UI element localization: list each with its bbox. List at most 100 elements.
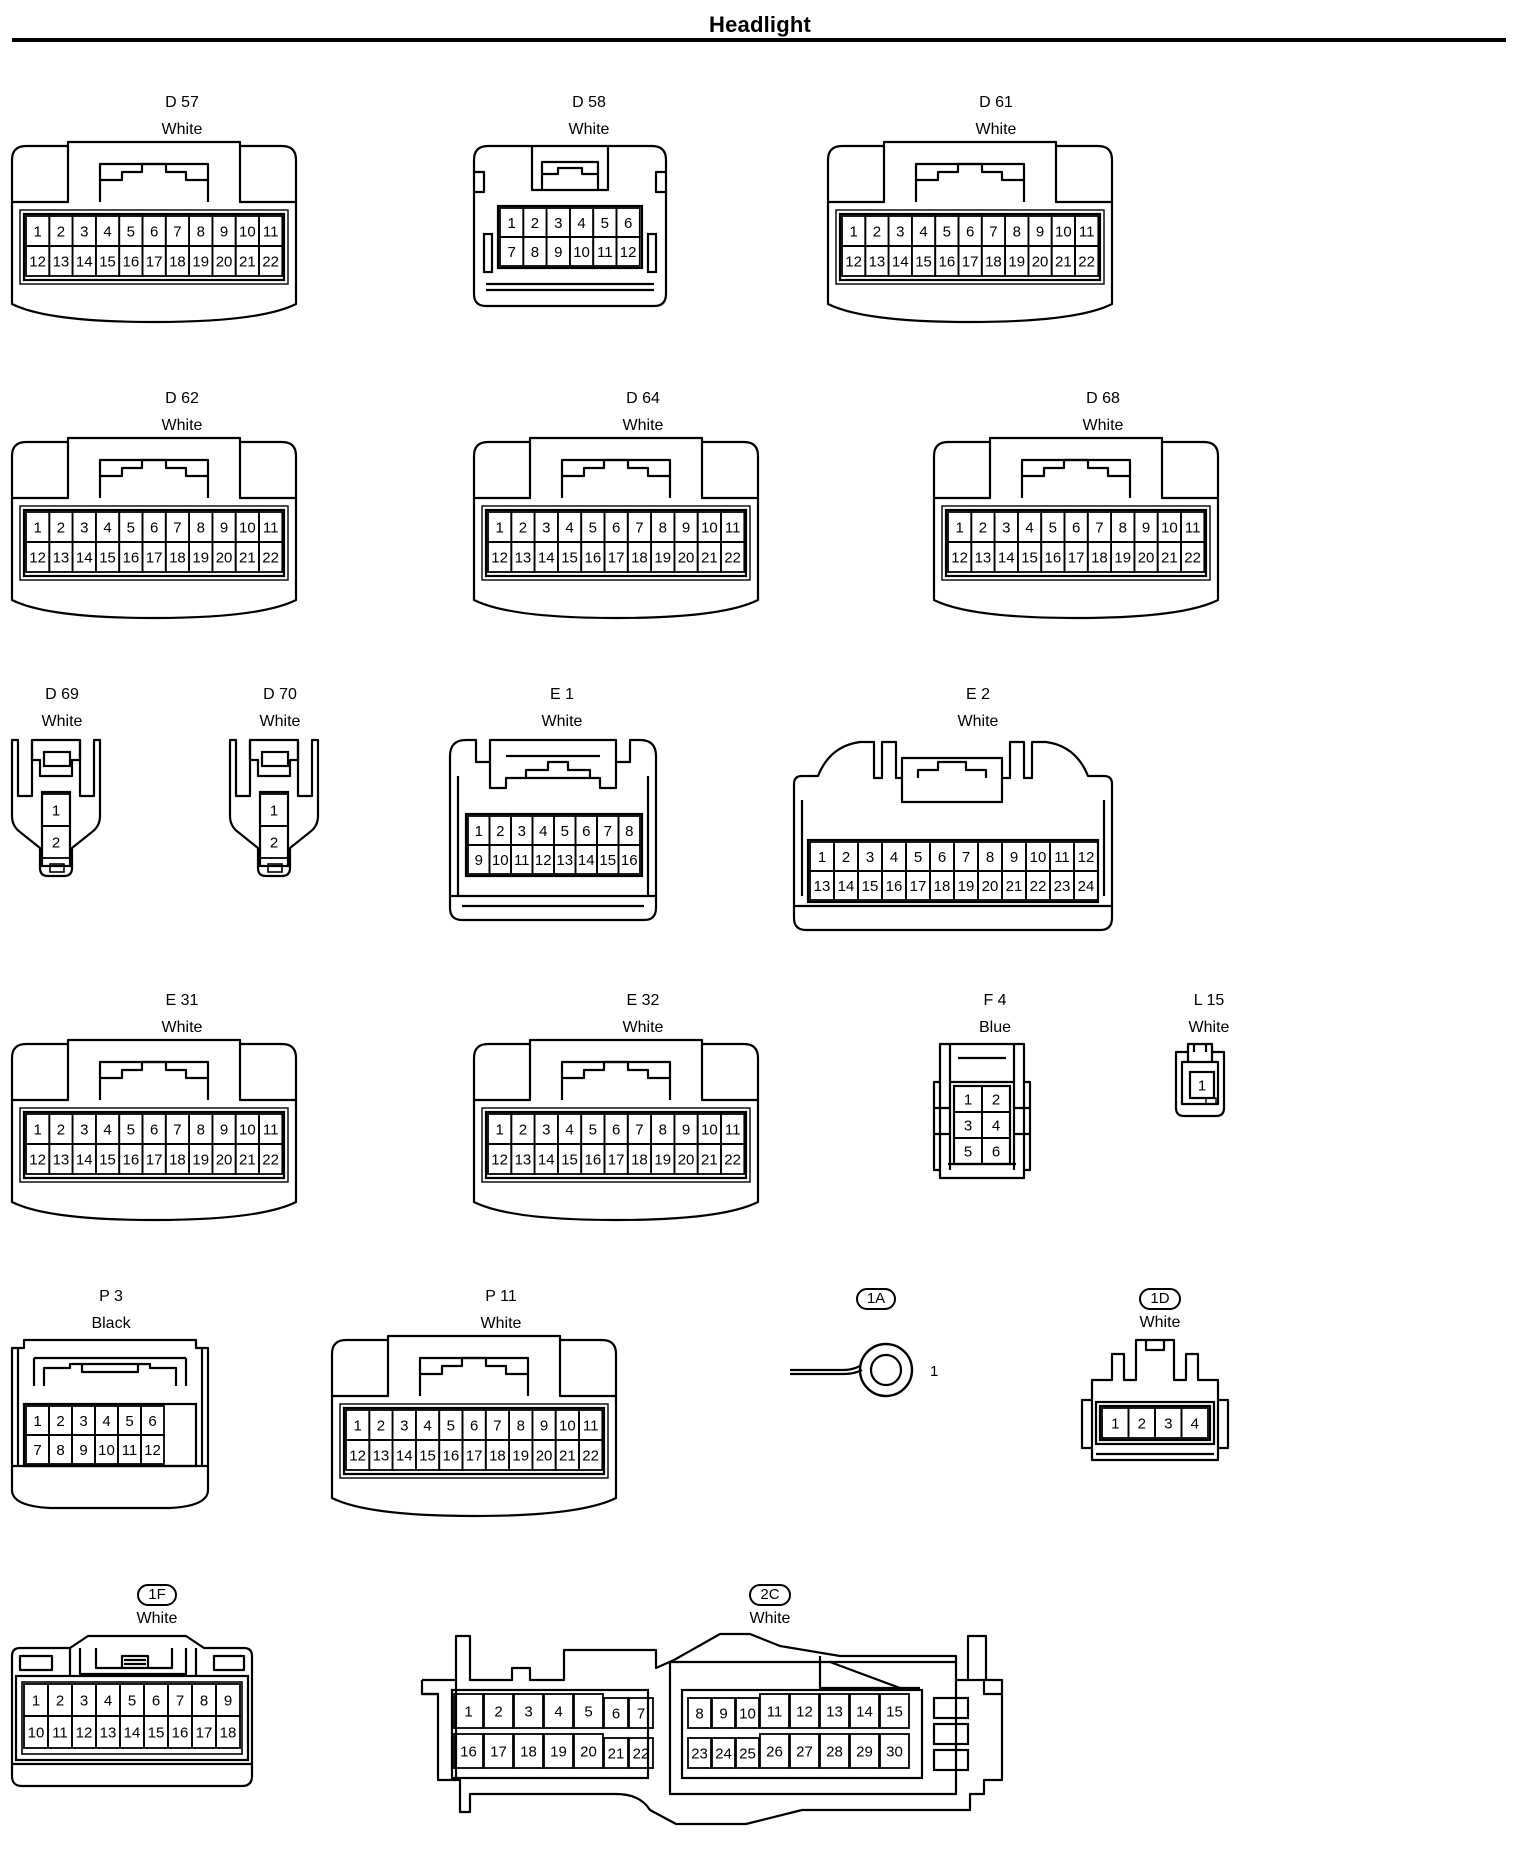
pin-number: 18 [985, 254, 1002, 271]
pin-number: 12 [29, 550, 46, 567]
connector-shape: 1 [1174, 1042, 1226, 1118]
pin-number: 18 [631, 1152, 648, 1169]
pin-number: 7 [173, 520, 181, 537]
pin-number: 6 [1072, 520, 1080, 537]
pin-number: 18 [1091, 550, 1108, 567]
pin-number: 7 [962, 849, 970, 866]
pin-number: 3 [80, 224, 88, 241]
connector-color: White [161, 417, 203, 434]
pin-cell [687, 1697, 712, 1729]
pin-number: 12 [951, 550, 968, 567]
pin-number: 19 [512, 1448, 529, 1465]
connector-l15: 1 [1168, 1042, 1238, 1122]
pin-cell [720, 1143, 746, 1175]
pin-number: 1 [1198, 1078, 1206, 1095]
pin-number: 11 [263, 224, 279, 241]
pin-number: 1 [464, 1704, 472, 1721]
pin-number: 20 [1138, 550, 1155, 567]
pin-number: 22 [1184, 550, 1201, 567]
pin-number: 9 [540, 1418, 548, 1435]
pin-number: 7 [33, 1442, 41, 1459]
pin-number: 1 [33, 1122, 41, 1139]
pin-number: 18 [520, 1744, 537, 1761]
pin-number: 16 [172, 1725, 189, 1742]
pin-number: 17 [608, 550, 625, 567]
pin-number: 10 [1161, 520, 1178, 537]
pin-number: 18 [220, 1725, 237, 1742]
pin-number: 14 [76, 1152, 93, 1169]
pin-cell [41, 825, 71, 859]
pin-number: 16 [123, 550, 140, 567]
pin-number: 8 [517, 1418, 525, 1435]
pin-number: 11 [263, 520, 279, 537]
pin-number: 18 [169, 550, 186, 567]
pin-number: 21 [1006, 878, 1023, 895]
pin-number: 4 [1025, 520, 1033, 537]
pin-number: 13 [53, 254, 70, 271]
pin-number: 14 [998, 550, 1015, 567]
pin-number: 4 [565, 520, 573, 537]
connector-code: D 70 [263, 686, 297, 703]
connector-color: White [1082, 417, 1124, 434]
pin-number: 5 [127, 520, 135, 537]
pin-number: 10 [28, 1725, 45, 1742]
pin-number: 15 [561, 1152, 578, 1169]
pin-cell [513, 1733, 544, 1769]
pin-cell [140, 1434, 165, 1465]
pin-number: 16 [939, 254, 956, 271]
pin-number: 12 [29, 254, 46, 271]
pin-number: 24 [1078, 878, 1095, 895]
connector-label-1a: 1A [786, 1288, 966, 1310]
pin-number: 1 [33, 1413, 41, 1430]
pin-number: 7 [493, 1418, 501, 1435]
pin-number: 22 [1030, 878, 1047, 895]
pin-number: 6 [152, 1693, 160, 1710]
pin-cell [735, 1697, 760, 1729]
pin-number: 14 [538, 1152, 555, 1169]
pin-number: 21 [559, 1448, 576, 1465]
pin-number: 13 [869, 254, 886, 271]
pin-number: 5 [589, 520, 597, 537]
pin-number: 23 [691, 1746, 708, 1763]
pin-number: 20 [216, 1152, 233, 1169]
pin-number: 3 [896, 224, 904, 241]
pin-cell [215, 1715, 241, 1749]
pin-number: 5 [127, 1122, 135, 1139]
pin-number: 10 [492, 852, 509, 869]
connector-1a: 1 [790, 1330, 960, 1410]
pin-number: 13 [53, 1152, 70, 1169]
pin-number: 9 [682, 520, 690, 537]
pin-number: 6 [612, 1706, 620, 1723]
pin-number: 1 [1111, 1416, 1119, 1433]
pin-number: 13 [373, 1448, 390, 1465]
connector-code: 2C [749, 1584, 791, 1606]
pin-number: 4 [539, 823, 547, 840]
pin-number: 10 [739, 1706, 756, 1723]
pin-number: 15 [99, 550, 116, 567]
pin-cell [543, 1733, 574, 1769]
connector-color: White [1188, 1019, 1230, 1036]
connector-color: White [541, 713, 583, 730]
pin-number: 3 [554, 215, 562, 232]
connector-code: E 2 [965, 686, 990, 703]
pin-number: 19 [1008, 254, 1025, 271]
pin-number: 14 [838, 878, 855, 895]
connector-color: White [259, 713, 301, 730]
pin-number: 19 [958, 878, 975, 895]
pin-number: 11 [514, 852, 530, 869]
pin-number: 3 [964, 1118, 972, 1135]
connector-housing: 12 [10, 738, 102, 878]
